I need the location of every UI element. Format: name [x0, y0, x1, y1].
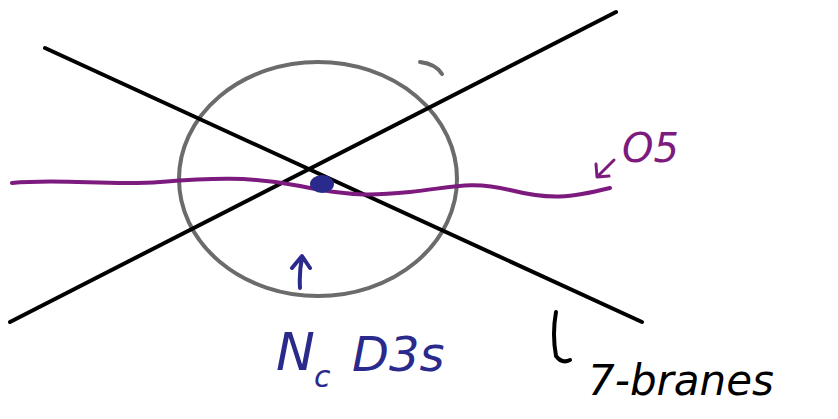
bracket — [554, 312, 570, 361]
d3-label: D3s — [352, 330, 445, 378]
seven-brane-line — [10, 12, 616, 322]
d3-stack-dot — [310, 175, 334, 193]
o5-arrow — [596, 160, 614, 177]
d3-arrow — [292, 256, 310, 288]
subscript-label: c — [314, 362, 331, 392]
o5-label: O5 — [622, 128, 679, 168]
circle-tail — [420, 62, 442, 74]
seven-brane-line — [45, 48, 642, 322]
n-label: N — [276, 326, 315, 378]
seven-brane-label: 7-branes — [588, 360, 774, 402]
